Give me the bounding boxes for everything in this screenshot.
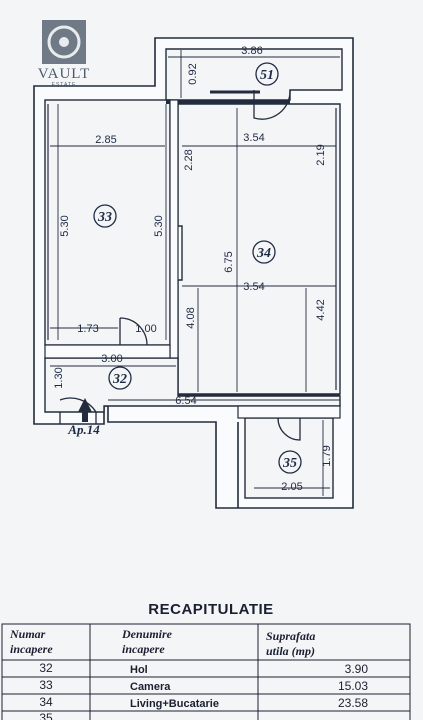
row-nr: 34 <box>39 695 53 709</box>
room-51-number: 51 <box>260 68 274 83</box>
wall-33-34 <box>169 99 179 359</box>
dim-label-130: 1.30 <box>53 367 65 388</box>
dim-label-173: 1.73 <box>77 323 98 335</box>
row-area: 15.03 <box>338 679 368 693</box>
recap-title: RECAPITULATIE <box>148 601 273 618</box>
recap-table-border <box>1 623 411 720</box>
recap-row: 33 Camera 15.03 <box>39 678 368 693</box>
doors <box>59 89 301 441</box>
header-suprafata: Suprafata <box>266 629 315 643</box>
row-nr: 33 <box>39 678 53 692</box>
dim-label-408: 4.08 <box>185 307 197 328</box>
logo-hub <box>59 37 69 47</box>
dim-label-354a: 3.54 <box>243 132 264 144</box>
wall-33-32 <box>44 344 171 359</box>
row-name: Camera <box>130 681 171 693</box>
dim-label-300: 3.00 <box>101 353 122 365</box>
dim-label-219: 2.19 <box>315 144 327 165</box>
room-markers: 51 33 34 32 35 <box>93 62 302 474</box>
wall-34-bottom <box>178 394 340 396</box>
room-34-circle <box>252 240 276 264</box>
room-51-circle <box>255 62 279 86</box>
dim-label-442: 4.42 <box>315 299 327 320</box>
logo-name: VAULT <box>38 66 91 82</box>
room-32-number: 32 <box>112 372 127 387</box>
entrance-arrow-icon <box>78 398 92 412</box>
recap-row: 35 <box>39 711 53 720</box>
room-35-number: 35 <box>282 456 297 471</box>
dimension-lines <box>50 50 340 496</box>
dim-label-205: 2.05 <box>281 481 302 493</box>
dim-label-530b: 5.30 <box>153 215 165 236</box>
dim-label-654: 6.54 <box>175 395 196 407</box>
entrance-label: Ap.14 <box>67 422 100 437</box>
wall-fills <box>44 99 341 419</box>
room-33-circle <box>93 204 117 228</box>
header-utila: utila (mp) <box>266 644 315 658</box>
wall-35-top <box>237 405 341 419</box>
room-34-number: 34 <box>256 246 271 261</box>
room-33-number: 33 <box>97 210 112 225</box>
recap-row: 34 Living+Bucatarie 23.58 <box>39 695 368 710</box>
header-incapere-2: incapere <box>122 642 165 656</box>
row-area: 23.58 <box>338 696 368 710</box>
dim-label-228: 2.28 <box>183 149 195 170</box>
door-51 <box>253 89 291 120</box>
header-incapere-1: incapere <box>10 642 53 656</box>
dim-label-285: 2.85 <box>95 134 116 146</box>
room-35-interior <box>244 417 334 499</box>
entrance-arrow-stem <box>82 412 88 422</box>
wall-hatches <box>47 90 337 390</box>
logo-ring <box>47 25 81 59</box>
vault-logo: VAULT ESTATE <box>38 20 91 88</box>
logo-tagline: ESTATE <box>52 82 77 88</box>
header-numar: Numar <box>9 627 46 641</box>
room-32-circle <box>108 366 132 390</box>
wall-51-bottom <box>166 100 290 104</box>
dim-label-092: 0.92 <box>187 63 199 84</box>
row-name: Living+Bucatarie <box>130 698 219 710</box>
row-nr: 32 <box>39 661 53 675</box>
recap-row: 32 Hol 3.90 <box>39 661 368 676</box>
door-35 <box>277 417 301 441</box>
room-interiors <box>44 48 343 499</box>
row-area: 3.90 <box>345 662 369 676</box>
row-nr: 35 <box>39 711 53 720</box>
dim-label-100: 1.00 <box>135 323 156 335</box>
dim-label-354b: 3.54 <box>243 281 264 293</box>
door-33 <box>119 317 148 346</box>
dim-label-386: 3.86 <box>241 45 262 57</box>
dim-label-675: 6.75 <box>223 251 235 272</box>
row-name: Hol <box>130 664 148 676</box>
header-denumire: Denumire <box>121 627 173 641</box>
room-35-circle <box>278 450 302 474</box>
recap-table <box>1 623 411 720</box>
dim-label-179: 1.79 <box>321 445 333 466</box>
door-entrance <box>59 397 97 424</box>
dim-label-530a: 5.30 <box>59 215 71 236</box>
